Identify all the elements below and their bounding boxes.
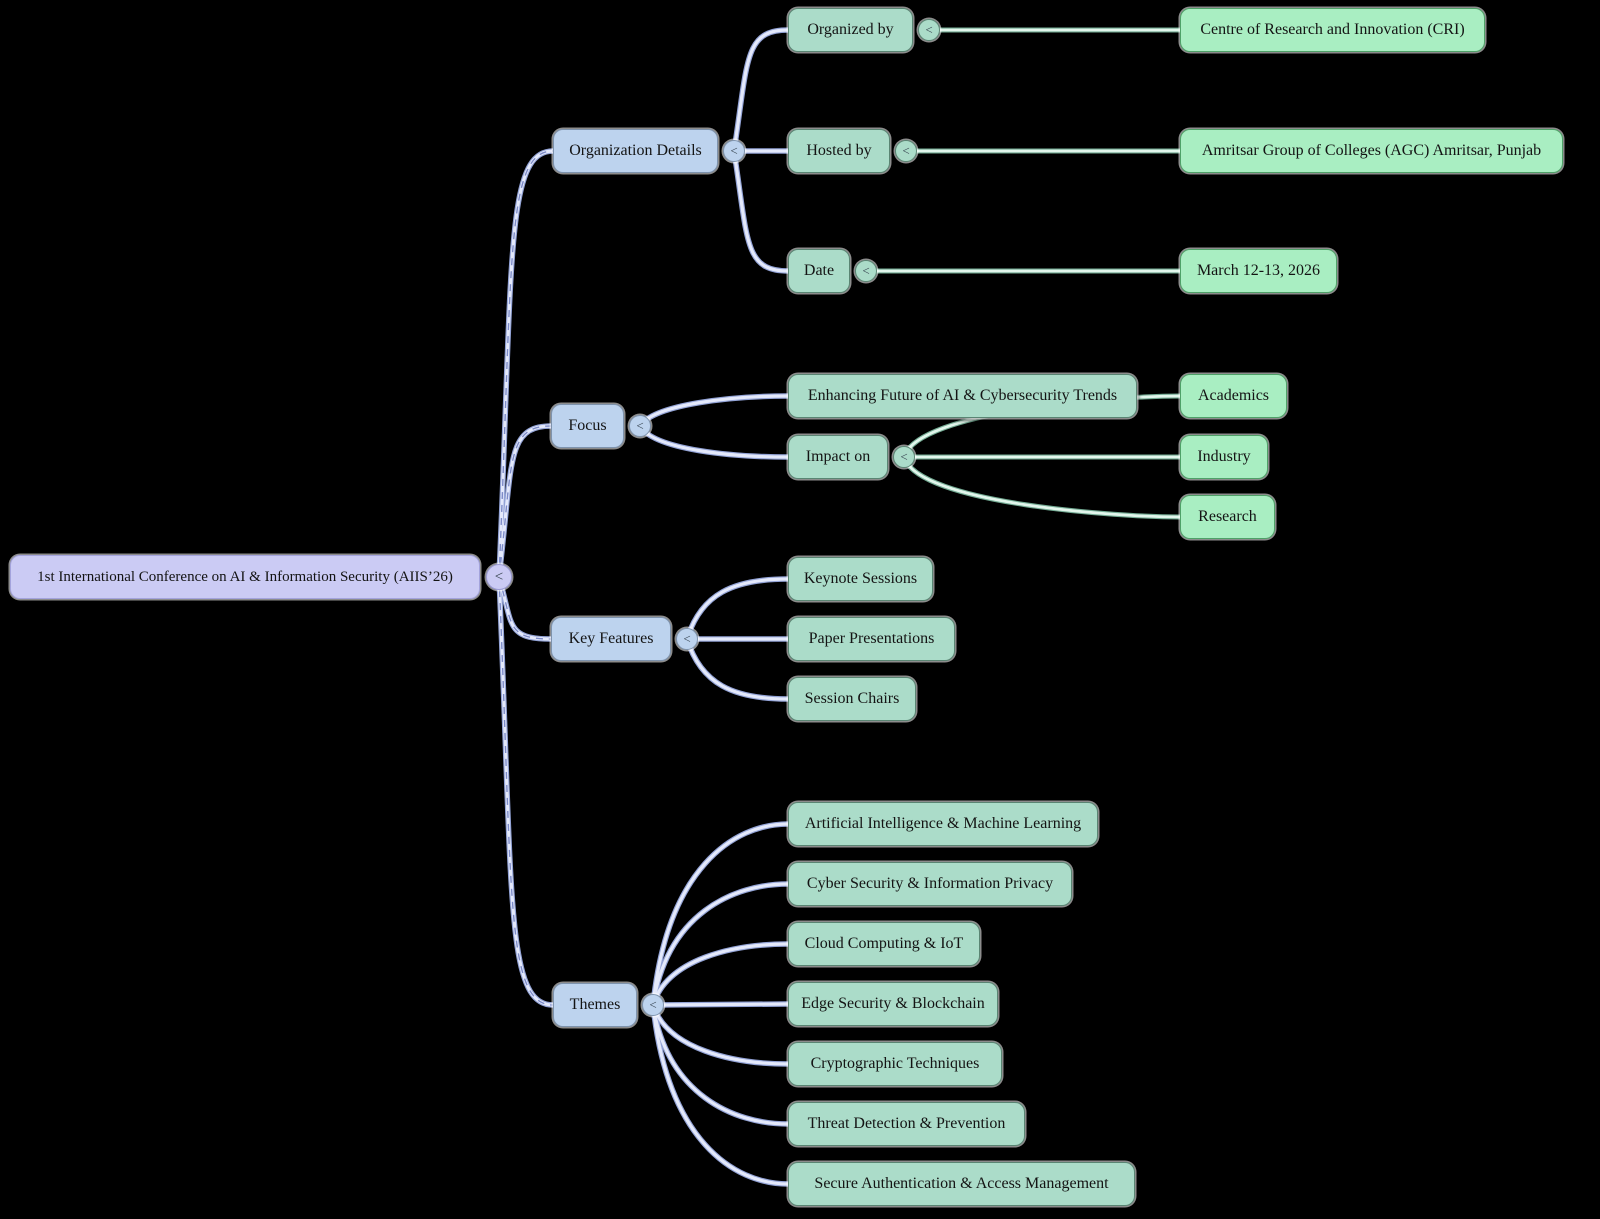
node-organized-by[interactable]: Organized by [788,8,913,52]
node-theme-edge-blockchain[interactable]: Edge Security & Blockchain [788,982,998,1026]
node-date[interactable]: Date [788,249,850,293]
node-theme-threat-detection[interactable]: Threat Detection & Prevention [788,1102,1025,1146]
node-march-date[interactable]: March 12-13, 2026 [1180,249,1337,293]
node-label: Enhancing Future of AI & Cybersecurity T… [807,387,1118,404]
node-label: Threat Detection & Prevention [807,1115,1006,1132]
collapse-button-root[interactable]: < [486,564,512,590]
collapse-button-key-features[interactable]: < [676,628,698,650]
node-research[interactable]: Research [1180,495,1275,539]
node-enhancing-future[interactable]: Enhancing Future of AI & Cybersecurity T… [788,374,1137,418]
node-label: Themes [569,996,621,1013]
node-label: Secure Authentication & Access Managemen… [814,1175,1109,1192]
node-label: Academics [1197,387,1270,404]
node-session-chairs[interactable]: Session Chairs [788,677,916,721]
collapse-button-focus[interactable]: < [629,415,651,437]
collapse-button-themes[interactable]: < [642,994,664,1016]
node-label: Impact on [805,448,871,465]
node-theme-cyber-security[interactable]: Cyber Security & Information Privacy [788,862,1072,906]
node-label: Session Chairs [804,690,900,707]
node-academics[interactable]: Academics [1180,374,1287,418]
node-label: Cyber Security & Information Privacy [806,875,1054,892]
node-label: March 12-13, 2026 [1196,262,1321,279]
collapse-button-impact-on[interactable]: < [893,446,915,468]
node-root[interactable]: 1st International Conference on AI & Inf… [10,555,480,599]
node-key-features[interactable]: Key Features [551,617,671,661]
collapse-button-organized-by[interactable]: < [918,19,940,41]
node-label: Artificial Intelligence & Machine Learni… [804,815,1082,832]
node-label: Organized by [807,21,894,38]
node-cri[interactable]: Centre of Research and Innovation (CRI) [1180,8,1485,52]
node-impact-on[interactable]: Impact on [788,435,888,479]
node-label: Focus [568,417,607,434]
node-label: Edge Security & Blockchain [801,995,985,1012]
collapse-button-organization-details[interactable]: < [723,140,745,162]
node-hosted-by[interactable]: Hosted by [788,129,890,173]
node-label: Cloud Computing & IoT [804,935,964,952]
node-label: Industry [1197,448,1251,465]
node-label: Cryptographic Techniques [810,1055,980,1072]
node-label: Centre of Research and Innovation (CRI) [1200,21,1465,38]
node-label: 1st International Conference on AI & Inf… [37,568,453,585]
node-label: Keynote Sessions [803,570,918,587]
node-label: Hosted by [806,142,872,159]
node-keynote-sessions[interactable]: Keynote Sessions [788,557,933,601]
node-label: Amritsar Group of Colleges (AGC) Amritsa… [1201,142,1542,159]
node-label: Paper Presentations [808,630,935,647]
node-theme-secure-auth[interactable]: Secure Authentication & Access Managemen… [788,1162,1135,1206]
node-paper-presentations[interactable]: Paper Presentations [788,617,955,661]
node-theme-ai-ml[interactable]: Artificial Intelligence & Machine Learni… [788,802,1098,846]
node-label: Research [1198,508,1257,525]
node-theme-cloud-iot[interactable]: Cloud Computing & IoT [788,922,980,966]
collapse-button-date[interactable]: < [855,260,877,282]
node-theme-cryptographic[interactable]: Cryptographic Techniques [788,1042,1002,1086]
node-agc[interactable]: Amritsar Group of Colleges (AGC) Amritsa… [1180,129,1563,173]
node-label: Key Features [568,630,654,647]
node-label: Date [803,262,835,279]
node-organization-details[interactable]: Organization Details [553,129,718,173]
collapse-button-hosted-by[interactable]: < [895,140,917,162]
node-industry[interactable]: Industry [1180,435,1268,479]
node-focus[interactable]: Focus [551,404,624,448]
node-themes[interactable]: Themes [553,983,637,1027]
node-label: Organization Details [569,142,702,159]
